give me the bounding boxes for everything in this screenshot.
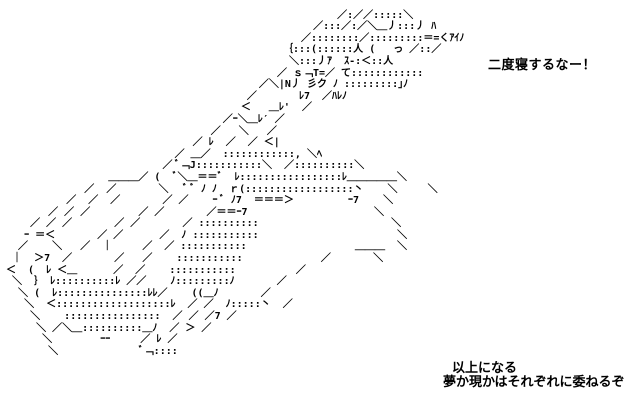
- speech-text-bottom-first: 以上になる: [452, 361, 518, 376]
- ascii-art-figure: ￣￣ ／:／／:::::＼ ／:::／:／＼＿丿:::丿 ﾊ ／::::::::…: [6, 0, 465, 357]
- speech-text-top: 二度寝するなー！: [488, 58, 597, 73]
- speech-text-bottom-second: 夢か現かはそれぞれに委ねるぞ: [443, 375, 625, 390]
